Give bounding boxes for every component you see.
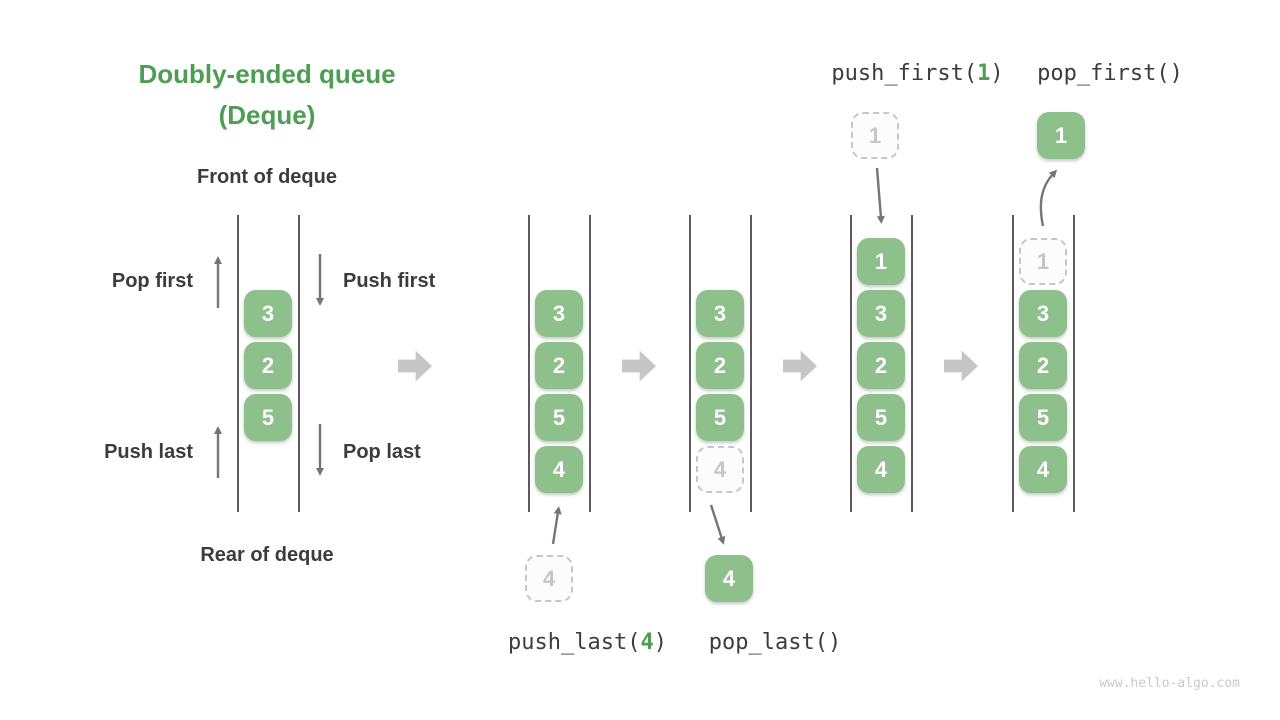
transition-arrow-icon: [783, 350, 817, 382]
push-last-label: Push last: [104, 441, 193, 463]
deque-cell: 3: [244, 290, 292, 337]
code-text: pop_last(): [708, 630, 842, 655]
deque-cell: 2: [1019, 342, 1067, 389]
queue-wall-line: [589, 215, 591, 512]
deque-cell: 1: [857, 238, 905, 285]
code-arg: 1: [977, 61, 991, 86]
push-last-code-label: push_last(4): [495, 630, 680, 655]
popped-cell: 4: [705, 555, 753, 602]
deque-cell: 2: [696, 342, 744, 389]
pop-last-code-label: pop_last(): [695, 630, 855, 655]
removed-ghost-cell: 4: [696, 446, 744, 493]
queue-wall-line: [1012, 215, 1014, 512]
deque-cell: 3: [535, 290, 583, 337]
pop-last-remove-arrow-icon: [709, 504, 726, 545]
diagram-title: Doubly-ended queue (Deque): [117, 54, 417, 136]
deque-cell: 2: [244, 342, 292, 389]
deque-cell: 4: [1019, 446, 1067, 493]
code-arg: 4: [640, 630, 654, 655]
code-text: push_first(: [831, 61, 978, 86]
deque-cell: 3: [857, 290, 905, 337]
deque-cell: 5: [696, 394, 744, 441]
deque-cell: 5: [244, 394, 292, 441]
queue-wall-line: [689, 215, 691, 512]
push-last-insert-arrow-icon: [551, 506, 562, 545]
deque-cell: 2: [857, 342, 905, 389]
code-text: pop_first(): [1037, 61, 1183, 86]
deque-cell: 5: [535, 394, 583, 441]
pop-first-label: Pop first: [111, 270, 193, 292]
deque-cell: 5: [1019, 394, 1067, 441]
queue-wall-line: [850, 215, 852, 512]
transition-arrow-icon: [622, 350, 656, 382]
transition-arrow-icon: [944, 350, 978, 382]
code-text: push_last(: [508, 630, 641, 655]
code-text: ): [653, 630, 667, 655]
deque-cell: 3: [696, 290, 744, 337]
deque-cell: 4: [857, 446, 905, 493]
queue-wall-line: [237, 215, 239, 512]
watermark: www.hello-algo.com: [1099, 676, 1240, 691]
incoming-ghost-cell: 1: [851, 112, 899, 159]
queue-wall-line: [750, 215, 752, 512]
deque-cell: 3: [1019, 290, 1067, 337]
deque-cell: 5: [857, 394, 905, 441]
removed-ghost-cell: 1: [1019, 238, 1067, 285]
transition-arrow-icon: [398, 350, 432, 382]
queue-wall-line: [1073, 215, 1075, 512]
push-first-code-label: push_first(1): [815, 61, 1020, 86]
pop-last-label: Pop last: [343, 441, 421, 463]
incoming-ghost-cell: 4: [525, 555, 573, 602]
popped-cell: 1: [1037, 112, 1085, 159]
rear-of-deque-label: Rear of deque: [200, 544, 334, 566]
title-line-1: Doubly-ended queue: [138, 59, 396, 89]
push-first-insert-arrow-icon: [875, 167, 885, 224]
deque-cell: 4: [535, 446, 583, 493]
queue-wall-line: [528, 215, 530, 512]
code-text: ): [990, 61, 1004, 86]
pop-first-code-label: pop_first(): [1025, 61, 1195, 86]
queue-wall-line: [298, 215, 300, 512]
queue-wall-line: [911, 215, 913, 512]
deque-cell: 2: [535, 342, 583, 389]
front-of-deque-label: Front of deque: [197, 166, 337, 188]
title-line-2: (Deque): [218, 100, 316, 130]
pop-first-remove-arrow-icon: [1039, 169, 1058, 227]
push-first-label: Push first: [343, 270, 436, 292]
